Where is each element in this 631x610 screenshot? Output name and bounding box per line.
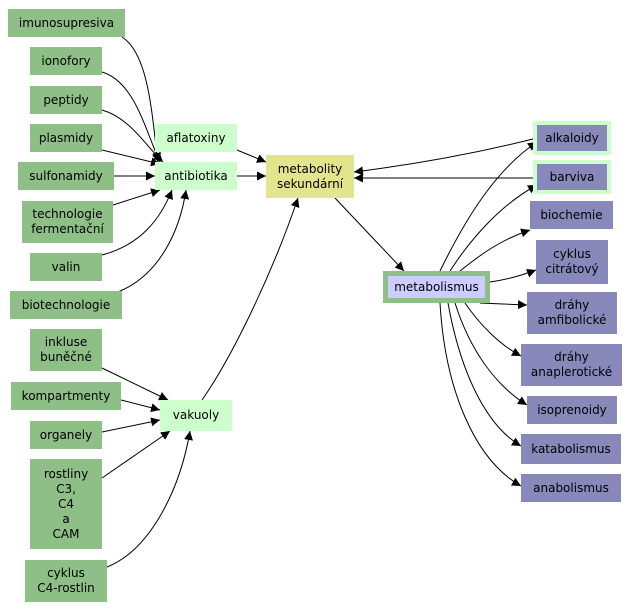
node-drahy-anaplerotricke[interactable]: dráhy anaplerotické (521, 344, 622, 386)
edge-metabolismus-to-drahy-anaplerotricke (464, 302, 522, 357)
node-sulfonamidy[interactable]: sulfonamidy (18, 162, 114, 190)
edge-metabolismus-to-alkaloidy (439, 141, 538, 272)
edge-kompartmenty-to-vakuoly (120, 399, 161, 413)
edge-metabolismus-to-drahy-amfibolicke (479, 300, 528, 310)
edge-alkaloidy-to-metabolity (353, 137, 538, 176)
edge-metabolismus-to-anabolismus (439, 302, 522, 487)
node-plasmidy[interactable]: plasmidy (30, 124, 102, 152)
node-biochemie[interactable]: biochemie (530, 201, 613, 229)
edge-metabolismus-to-biochemie (459, 228, 531, 272)
edge-peptidy-to-antibiotika (101, 109, 164, 163)
edge-inkluse-to-vakuoly (101, 367, 169, 401)
node-barviva[interactable]: barviva (533, 160, 611, 194)
node-metabolity-sekundarni[interactable]: metabolity sekundární (266, 155, 354, 198)
node-peptidy[interactable]: peptidy (30, 86, 102, 114)
edge-aflatoxiny-to-metabolity (236, 149, 267, 163)
edge-ionofory-to-antibiotika (101, 71, 161, 163)
node-technologie-fermentacni[interactable]: technologie fermentační (22, 201, 113, 243)
node-rostliny-c3-c4-cam[interactable]: rostliny C3, C4 a CAM (30, 459, 102, 549)
edge-metabolismus-to-cyklus-citratovy (489, 268, 537, 283)
node-organely[interactable]: organely (30, 421, 102, 449)
node-cyklus-citratovy[interactable]: cyklus citrátový (536, 240, 608, 284)
edge-metabolismus-to-isoprenoidy (454, 302, 528, 406)
edge-valin-to-antibiotika (101, 189, 173, 256)
node-metabolismus[interactable]: metabolismus (383, 271, 490, 303)
node-drahy-amfibolicke[interactable]: dráhy amfibolické (527, 292, 617, 334)
node-biotechnologie[interactable]: biotechnologie (10, 291, 122, 319)
edge-rostliny-to-vakuoly (101, 430, 171, 479)
node-valin[interactable]: valin (30, 253, 102, 281)
node-alkaloidy[interactable]: alkaloidy (533, 121, 611, 155)
edge-metabolismus-to-katabolismus (447, 302, 522, 447)
node-anabolismus[interactable]: anabolismus (521, 474, 621, 502)
edge-metabolity-to-metabolismus (334, 197, 405, 272)
edge-organely-to-vakuoly (101, 417, 161, 433)
node-antibiotika[interactable]: antibiotika (155, 162, 237, 190)
node-isoprenoidy[interactable]: isoprenoidy (527, 396, 617, 424)
node-vakuoly[interactable]: vakuoly (160, 400, 232, 431)
node-ionofory[interactable]: ionofory (30, 47, 102, 75)
edge-biotechnologie-to-antibiotika (117, 189, 190, 293)
node-katabolismus[interactable]: katabolismus (521, 434, 621, 464)
node-kompartmenty[interactable]: kompartmenty (11, 382, 121, 410)
node-inkluse-bunecne[interactable]: inkluse buněčné (30, 329, 102, 371)
edge-metabolismus-to-barviva (449, 184, 538, 272)
edge-plasmidy-to-antibiotika (101, 149, 161, 167)
node-imunosupresiva[interactable]: imunosupresiva (8, 9, 125, 37)
edge-vakuoly-to-metabolity (201, 197, 300, 401)
node-aflatoxiny[interactable]: aflatoxiny (155, 124, 237, 152)
edge-technologie-to-antibiotika (112, 188, 161, 206)
edge-cyklus-c4-to-vakuoly (106, 430, 193, 568)
node-cyklus-c4-rostlin[interactable]: cyklus C4-rostlin (25, 560, 107, 602)
